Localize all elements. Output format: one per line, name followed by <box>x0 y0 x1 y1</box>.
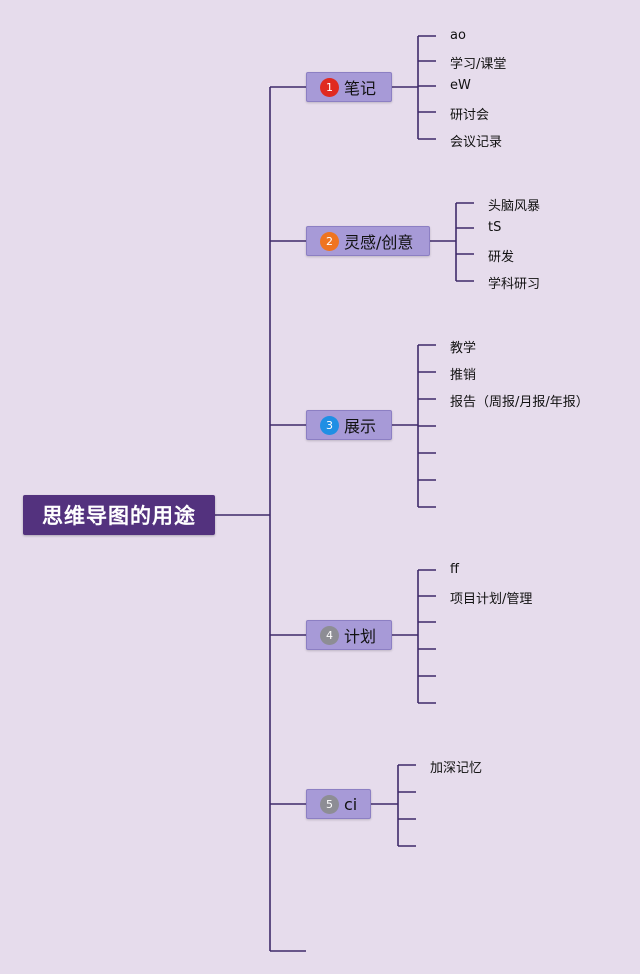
number-badge-icon: 1 <box>320 77 339 97</box>
topic-presentation[interactable]: 3 展示 <box>306 410 392 440</box>
subtopic[interactable]: eW <box>450 78 471 93</box>
root-topic-label: 思维导图的用途 <box>42 504 196 528</box>
subtopic[interactable]: 学习/课堂 <box>450 57 507 72</box>
topic-label: ci <box>344 794 358 814</box>
subtopic[interactable]: 研发 <box>488 250 515 265</box>
subtopic[interactable]: 教学 <box>450 341 477 356</box>
number-badge-icon: 2 <box>320 231 339 251</box>
topic-ci[interactable]: 5 ci <box>306 789 371 819</box>
root-topic[interactable]: 思维导图的用途 <box>23 495 215 535</box>
subtopic[interactable]: 头脑风暴 <box>488 199 541 214</box>
number-badge-icon: 5 <box>320 794 339 814</box>
topic-label: 计划 <box>344 627 377 646</box>
topic-label: 笔记 <box>344 79 377 98</box>
subtopic[interactable]: tS <box>488 220 502 235</box>
topic-plan[interactable]: 4 计划 <box>306 620 392 650</box>
subtopic[interactable]: 项目计划/管理 <box>450 592 533 607</box>
topic-label: 灵感/创意 <box>344 233 414 252</box>
number-badge-icon: 4 <box>320 625 339 645</box>
subtopic[interactable]: 报告（周报/月报/年报） <box>450 395 589 410</box>
topic-label: 展示 <box>344 417 377 436</box>
subtopic[interactable]: 推销 <box>450 368 477 383</box>
subtopic[interactable]: 学科研习 <box>488 277 541 292</box>
subtopic[interactable]: 会议记录 <box>450 135 503 150</box>
subtopic[interactable]: 研讨会 <box>450 108 490 123</box>
topic-inspiration[interactable]: 2 灵感/创意 <box>306 226 430 256</box>
subtopic[interactable]: ao <box>450 28 466 43</box>
subtopic[interactable]: 加深记忆 <box>430 761 483 776</box>
number-badge-icon: 3 <box>320 415 339 435</box>
topic-notes[interactable]: 1 笔记 <box>306 72 392 102</box>
subtopic[interactable]: ff <box>450 562 459 577</box>
